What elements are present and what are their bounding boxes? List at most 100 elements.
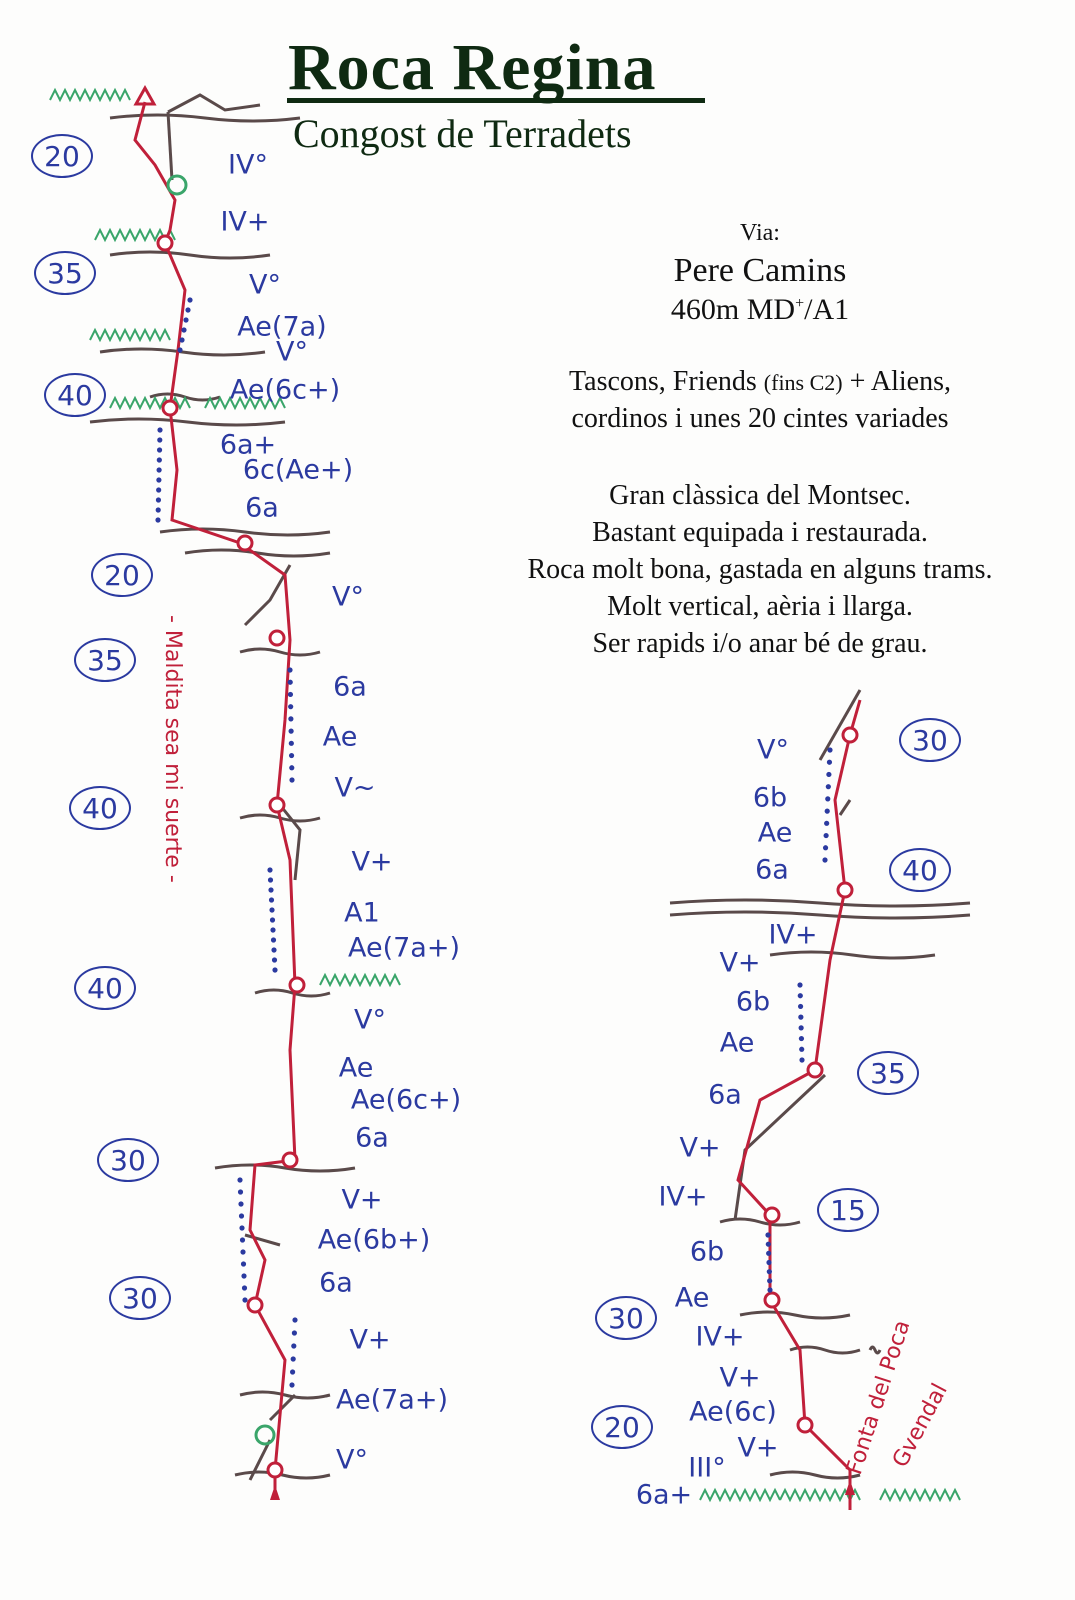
- grade-label: 6a+: [635, 1479, 693, 1511]
- bolt-icon: [799, 1046, 805, 1052]
- belay-icon: [763, 1206, 781, 1224]
- grass-tuft: [49, 87, 131, 103]
- grade-label: IV+: [658, 1181, 708, 1213]
- bolt-icon: [267, 867, 273, 873]
- title-underline: [287, 98, 705, 103]
- pitch-length-badge: 30: [97, 1138, 159, 1182]
- bolt-icon: [825, 796, 831, 802]
- belay-icon: [268, 629, 286, 647]
- bolt-icon: [288, 740, 294, 746]
- rock-ledge: [99, 347, 266, 357]
- grade-label: V+: [341, 1184, 383, 1216]
- grass-tuft: [89, 327, 171, 343]
- bolt-icon: [797, 1003, 804, 1010]
- rock-feature: [268, 1393, 297, 1422]
- bolt-icon: [269, 917, 276, 923]
- bolt-icon: [183, 317, 189, 323]
- grade-label: V+: [737, 1432, 779, 1464]
- rock-ledge: [769, 1470, 861, 1480]
- bolt-icon: [825, 784, 831, 790]
- bolt-icon: [765, 1241, 771, 1247]
- bolt-icon: [798, 1025, 804, 1031]
- bolt-icon: [289, 765, 295, 771]
- bolt-icon: [156, 477, 162, 483]
- grade-label: V+: [349, 1324, 391, 1356]
- bolt-icon: [269, 907, 275, 913]
- rock-ledge: [739, 1310, 851, 1320]
- bolt-icon: [290, 1356, 296, 1362]
- grade-label: IV+: [695, 1321, 745, 1353]
- belay-icon: [281, 1151, 299, 1169]
- pitch-length-badge: 30: [109, 1276, 171, 1320]
- bolt-icon: [157, 437, 163, 443]
- start-arrow-icon: [270, 1485, 280, 1500]
- grade-suffix: /A1: [804, 293, 850, 326]
- grade-label: Ae: [674, 1282, 710, 1314]
- rock-ledge: [89, 417, 286, 427]
- bolt-icon: [268, 897, 275, 903]
- note-line: Roca molt bona, gastada en alguns trams.: [527, 554, 993, 585]
- bolt-icon: [156, 487, 162, 493]
- bolt-icon: [766, 1269, 772, 1275]
- bolt-icon: [826, 771, 832, 778]
- grass-tuft: [94, 227, 176, 243]
- note-line: Ser rapids i/o anar bé de grau.: [592, 628, 928, 659]
- grade-label: Ae(6c): [689, 1396, 777, 1428]
- bolt-icon: [766, 1250, 772, 1256]
- bolt-icon: [267, 877, 274, 883]
- bolt-icon: [827, 747, 833, 753]
- bolt-icon: [797, 993, 803, 999]
- rock-ledge: [254, 988, 331, 998]
- rock-ledge: [239, 647, 321, 657]
- rock-ledge: [184, 548, 331, 558]
- rock-ledge: [109, 250, 271, 260]
- summit-arrow-icon: [133, 84, 157, 106]
- bolt-icon: [268, 887, 274, 893]
- note-line: Bastant equipada i restaurada.: [592, 517, 928, 548]
- bolt-icon: [156, 467, 162, 473]
- gear-text-b: (fins C2): [763, 370, 843, 395]
- grade-label: Ae(6b+): [317, 1224, 431, 1256]
- pitch-length-badge: 35: [34, 251, 96, 295]
- bolt-icon: [270, 927, 276, 933]
- bolt-icon: [237, 1189, 244, 1195]
- route-length-grade: 460m MD+/A1: [480, 293, 1040, 327]
- bolt-icon: [241, 1285, 248, 1291]
- belay-icon: [841, 726, 859, 744]
- grade-label: 6a: [333, 671, 367, 703]
- rock-feature: [167, 93, 261, 114]
- bolt-icon: [181, 327, 187, 333]
- bolt-icon: [239, 1225, 245, 1231]
- bolt-icon: [765, 1232, 771, 1238]
- rock-feature: [248, 1439, 272, 1481]
- belay-icon: [806, 1061, 824, 1079]
- bolt-icon: [766, 1259, 772, 1266]
- bolt-icon: [288, 716, 294, 722]
- rock-ledge: [239, 1390, 331, 1400]
- grade-label: IV+: [768, 919, 818, 951]
- grade-label: V~: [334, 772, 376, 804]
- pitch-length-badge: 35: [857, 1051, 919, 1095]
- belay-icon: [161, 399, 179, 417]
- bolt-icon: [822, 845, 829, 851]
- bolt-icon: [826, 759, 833, 765]
- grass-tuft: [204, 395, 286, 411]
- bolt-icon: [187, 297, 193, 303]
- note-line: Gran clàssica del Montsec.: [609, 480, 911, 511]
- bolt-icon: [287, 691, 294, 698]
- route-line-left: [133, 101, 297, 1500]
- via-label: Via:: [740, 220, 780, 246]
- grade-label: 6a: [708, 1079, 742, 1111]
- bolt-icon: [288, 704, 294, 710]
- grade-label: 6a: [755, 854, 789, 886]
- grade-label: 6b: [689, 1236, 725, 1268]
- rock-ledge: [868, 1345, 882, 1355]
- bolt-icon: [288, 728, 294, 734]
- bolt-icon: [823, 832, 829, 839]
- rock-feature: [818, 689, 862, 761]
- grade-label: III°: [688, 1452, 726, 1484]
- grass-tuft: [879, 1487, 961, 1503]
- pitch-length-badge: 35: [74, 638, 136, 682]
